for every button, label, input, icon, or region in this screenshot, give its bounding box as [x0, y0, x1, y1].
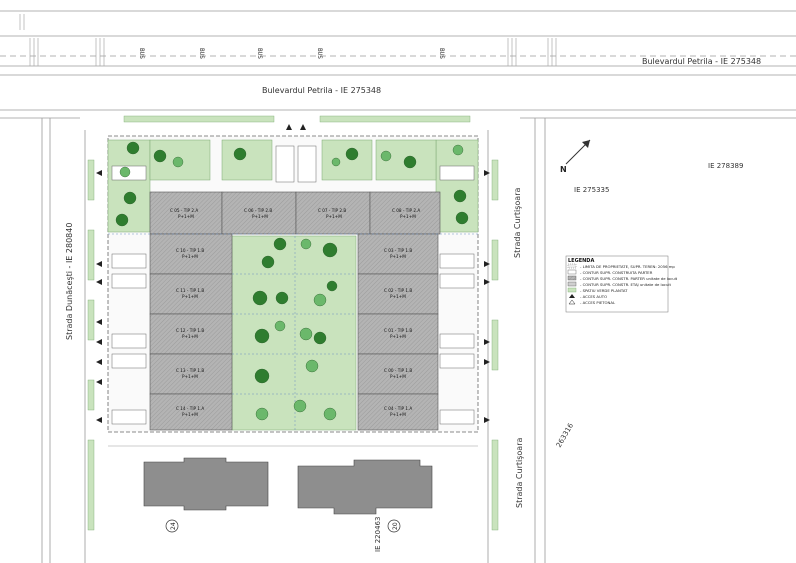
svg-text:N: N — [560, 165, 567, 174]
unit-label: C 03 - TIP 1.B — [384, 248, 412, 253]
legend-item: - CONTUR SUPR. CONSTR. PARTER unitate de… — [580, 276, 678, 281]
parking-spaces — [111, 145, 475, 425]
ie-label: IE 278389 — [708, 162, 743, 170]
neighbor-buildings — [143, 457, 433, 515]
unit-sub: P+1+M — [252, 214, 268, 219]
road-label-bulevard: Bulevardul Petrila - IE 275348 — [262, 86, 381, 95]
ie-label: IE 220463 — [374, 517, 382, 552]
unit-sub: P+1+M — [400, 214, 416, 219]
building-c00 — [357, 353, 439, 395]
unit-label: C 14 - TIP 1.A — [176, 406, 204, 411]
building-c11 — [149, 273, 233, 315]
building-c14 — [149, 393, 233, 431]
bus-label: BUS — [316, 48, 323, 59]
plot-number-badges: 24 20 — [165, 519, 401, 533]
unit-sub: P+1+M — [182, 254, 198, 259]
unit-label: C 08 - TIP 2.A — [392, 208, 420, 213]
ie-label: 263316 — [555, 421, 576, 449]
building-c07 — [295, 191, 371, 235]
acces-pietonal-icon — [568, 299, 576, 305]
unit-label: C 12 - TIP 1.B — [176, 328, 204, 333]
unit-labels: C 05 - TIP 2.A P+1+M C 06 - TIP 2.B P+1+… — [170, 208, 420, 417]
building-c05 — [149, 191, 223, 235]
road-network — [0, 10, 796, 563]
unit-label: C 00 - TIP 1.B — [384, 368, 412, 373]
unit-sub: P+1+M — [390, 254, 406, 259]
unit-sub: P+1+M — [182, 412, 198, 417]
legend-item: - CONTUR SUPR. CONSTRUITA PARTER — [580, 270, 653, 275]
unit-label: C 04 - TIP 1.A — [384, 406, 412, 411]
north-arrow-icon: N — [560, 139, 591, 174]
legend-title: LEGENDA — [568, 258, 594, 264]
bus-stops: BUS BUS BUS BUS BUS — [138, 48, 445, 59]
unit-sub: P+1+M — [182, 294, 198, 299]
unit-label: C 02 - TIP 1.B — [384, 288, 412, 293]
building-c04 — [357, 393, 439, 431]
building-c06 — [221, 191, 297, 235]
legend: LEGENDA - LIMITA DE PROPRIETATE, SUPR. T… — [565, 255, 678, 313]
green-areas — [107, 139, 479, 431]
building-c12 — [149, 313, 233, 355]
plot-dividers — [108, 233, 478, 430]
unit-sub: P+1+M — [182, 374, 198, 379]
badge-20: 20 — [392, 522, 399, 530]
legend-item: - SPATIU VERDE PLANTAT — [580, 288, 628, 293]
legend-item: - ACCES AUTO — [580, 294, 607, 299]
road-label-strada-left: Strada Dunăceşti - IE 280840 — [65, 223, 74, 340]
building-c10 — [149, 233, 233, 275]
unit-label: C 11 - TIP 1.B — [176, 288, 204, 293]
unit-label: C 01 - TIP 1.B — [384, 328, 412, 333]
bus-label: BUS — [438, 48, 445, 59]
unit-label: C 05 - TIP 2.A — [170, 208, 198, 213]
unit-label: C 10 - TIP 1.B — [176, 248, 204, 253]
unit-sub: P+1+M — [390, 374, 406, 379]
building-c08 — [369, 191, 441, 235]
ie-label: IE 275335 — [574, 186, 609, 194]
bus-label: BUS — [198, 48, 205, 59]
bus-label: BUS — [256, 48, 263, 59]
legend-item: - ACCES PIETONAL — [580, 300, 616, 305]
building-c02 — [357, 273, 439, 315]
road-label-bulevard-right: Bulevardul Petrila - IE 275348 — [642, 57, 761, 66]
verge-strips — [87, 115, 499, 531]
buildings — [149, 191, 441, 431]
unit-sub: P+1+M — [390, 294, 406, 299]
unit-label: C 07 - TIP 2.B — [318, 208, 346, 213]
building-c03 — [357, 233, 439, 275]
unit-sub: P+1+M — [326, 214, 342, 219]
badge-24: 24 — [170, 522, 177, 530]
unit-sub: P+1+M — [390, 412, 406, 417]
road-label-strada-right-top: Strada Curtişoara — [513, 188, 522, 258]
legend-item: - LIMITA DE PROPRIETATE, SUPR. TEREN: 20… — [580, 264, 675, 269]
building-c01 — [357, 313, 439, 355]
trees — [115, 141, 469, 421]
legend-item: - CONTUR SUPR. CONSTR. ETAJ unitate de l… — [580, 282, 671, 287]
unit-label: C 13 - TIP 1.B — [176, 368, 204, 373]
road-label-strada-right-bottom: Strada Curtişoara — [515, 438, 524, 508]
acces-auto-icon — [569, 294, 575, 298]
access-arrows — [96, 124, 490, 423]
unit-sub: P+1+M — [182, 334, 198, 339]
unit-sub: P+1+M — [390, 334, 406, 339]
bus-label: BUS — [138, 48, 145, 59]
crosswalks — [19, 14, 557, 66]
unit-sub: P+1+M — [178, 214, 194, 219]
unit-label: C 06 - TIP 2.B — [244, 208, 272, 213]
